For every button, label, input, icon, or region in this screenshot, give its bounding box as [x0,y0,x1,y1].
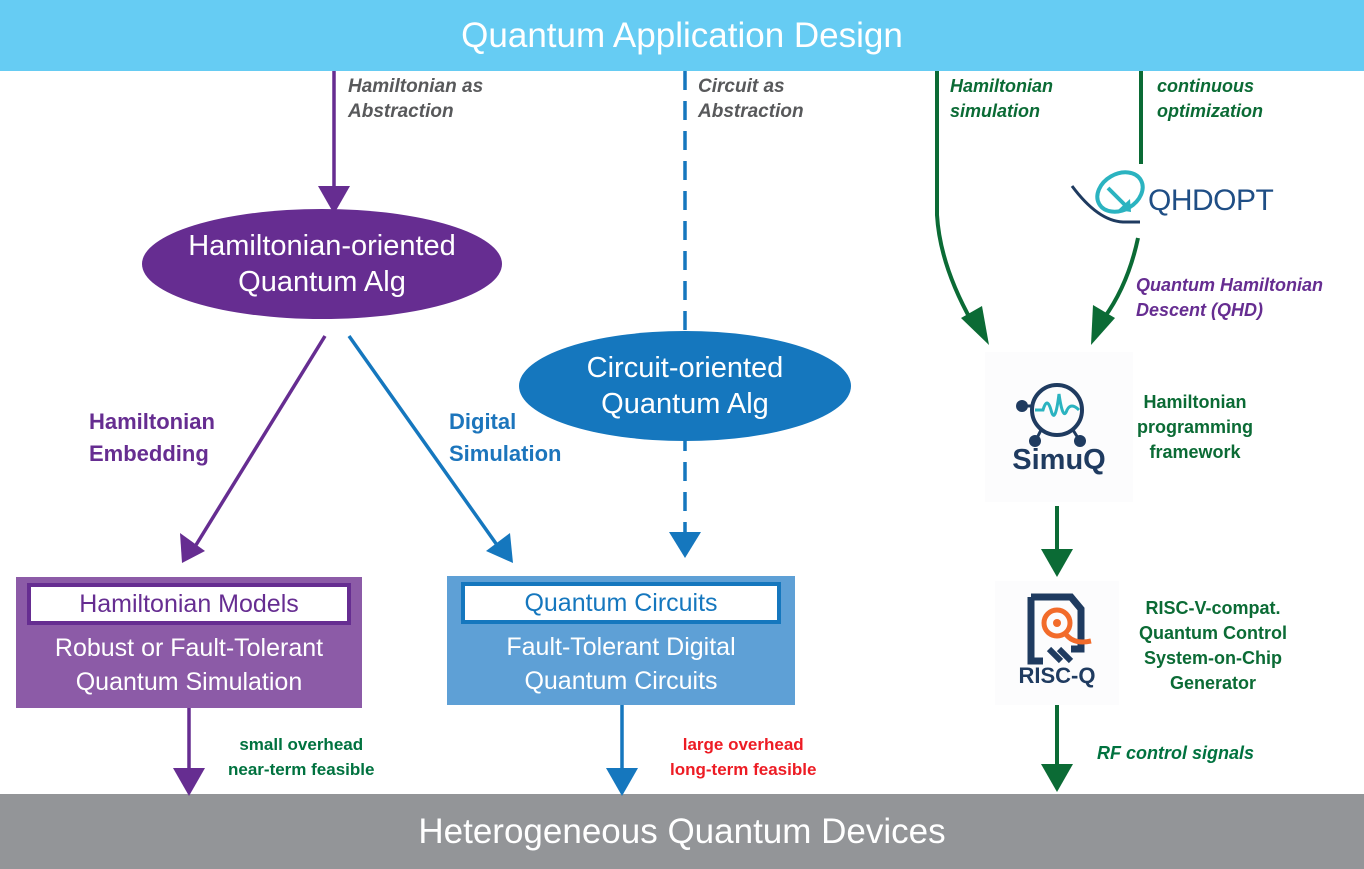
arrowhead-hamiltonian-abstraction [318,186,350,214]
label-line: Circuit as [698,76,785,97]
circuit-abstraction-label: Circuit as Abstraction [698,74,804,124]
application-design-title: Quantum Application Design [461,15,903,55]
label-line: framework [1149,442,1241,462]
continuous-optimization-label: continuous optimization [1157,74,1263,124]
quantum-devices-banner: Heterogeneous Quantum Devices [0,794,1364,869]
label-line: Quantum Hamiltonian [1136,275,1324,295]
arrowhead-circuit-alg [669,532,701,558]
label-line: near-term feasible [228,760,375,779]
arrowhead-rf-control [1041,764,1073,792]
node-line: Quantum Alg [238,266,406,298]
label-line: RISC-V-compat. [1145,598,1281,618]
arrowhead-simuq-to-riscq [1041,549,1073,577]
qhdopt-icon [1070,170,1145,224]
qhdopt-wordmark: QHDOPT [1148,184,1274,217]
label-line: optimization [1157,101,1263,121]
riscq-icon [1027,593,1092,665]
node-line: Quantum Alg [601,388,769,420]
box-line: Fault-Tolerant Digital [506,633,736,661]
label-line: Descent (QHD) [1136,300,1264,320]
arrow-qhd [1102,237,1140,320]
arrow-hamiltonian-simulation [935,71,974,323]
quantum-circuits-box: Quantum Circuits Fault-Tolerant Digital … [447,576,795,705]
application-design-banner: Quantum Application Design [0,0,1364,71]
large-overhead-label: large overhead long-term feasible [670,732,816,782]
label-line: Generator [1169,673,1257,693]
label-line: Hamiltonian [1143,392,1247,412]
arrow-hamiltonian-embedding [194,335,327,546]
label-line: Embedding [89,441,209,466]
node-line: Hamiltonian-oriented [188,230,456,262]
arrowhead-hamiltonian-embedding [180,533,205,563]
quantum-devices-title: Heterogeneous Quantum Devices [418,811,946,851]
label-line: Quantum Control [1139,623,1287,643]
quantum-circuits-title: Quantum Circuits [461,582,781,624]
label-line: continuous [1157,76,1254,96]
label-line: Hamiltonian [89,409,215,434]
hamiltonian-models-title: Hamiltonian Models [27,583,351,625]
label-line: System-on-Chip [1143,648,1282,668]
box-line: Quantum Circuits [524,667,718,695]
simuq-description: Hamiltonian programming framework [1125,390,1265,465]
simuq-icon [1016,383,1086,447]
circuit-oriented-algorithm-node: Circuit-oriented Quantum Alg [519,331,851,441]
hamiltonian-simulation-label: Hamiltonian simulation [950,74,1053,124]
label-line: simulation [950,101,1041,121]
arrowhead-large-overhead [606,768,638,796]
hamiltonian-models-box: Hamiltonian Models Robust or Fault-Toler… [16,577,362,708]
arrowhead-qhd [1091,305,1115,345]
label-line: Hamiltonian as [348,76,484,97]
hamiltonian-embedding-label: Hamiltonian Embedding [89,406,215,470]
hamiltonian-oriented-algorithm-node: Hamiltonian-oriented Quantum Alg [142,209,502,319]
arrowhead-digital-simulation [486,533,513,563]
arrow-digital-simulation [347,334,499,547]
node-line: Circuit-oriented [586,352,784,384]
label-line: Simulation [449,441,562,466]
hamiltonian-abstraction-label: Hamiltonian as Abstraction [348,74,483,124]
riscq-logo: RISC-Q [995,581,1119,705]
label-line: Hamiltonian [950,76,1054,96]
riscq-wordmark: RISC-Q [1018,663,1096,688]
arrowhead-hamiltonian-simulation [961,306,989,345]
small-overhead-label: small overhead near-term feasible [228,732,374,782]
label-line: programming [1136,417,1253,437]
simuq-logo: SimuQ [985,352,1133,502]
simuq-wordmark: SimuQ [1012,444,1106,476]
label-line: large overhead [682,735,804,754]
qhd-label: Quantum Hamiltonian Descent (QHD) [1136,273,1323,323]
box-line: Quantum Simulation [75,668,303,696]
digital-simulation-label: Digital Simulation [449,406,561,470]
label-line: Abstraction [698,101,804,122]
qhdopt-logo: QHDOPT [1068,166,1288,236]
label-line: Digital [449,409,517,434]
label-line: small overhead [239,735,364,754]
label-line: long-term feasible [670,760,817,779]
arrowhead-small-overhead [173,768,205,796]
label-line: Abstraction [348,101,454,122]
rf-control-signals-label: RF control signals [1097,743,1255,763]
box-line: Robust or Fault-Tolerant [54,634,324,662]
riscq-description: RISC-V-compat. Quantum Control System-on… [1118,596,1308,696]
